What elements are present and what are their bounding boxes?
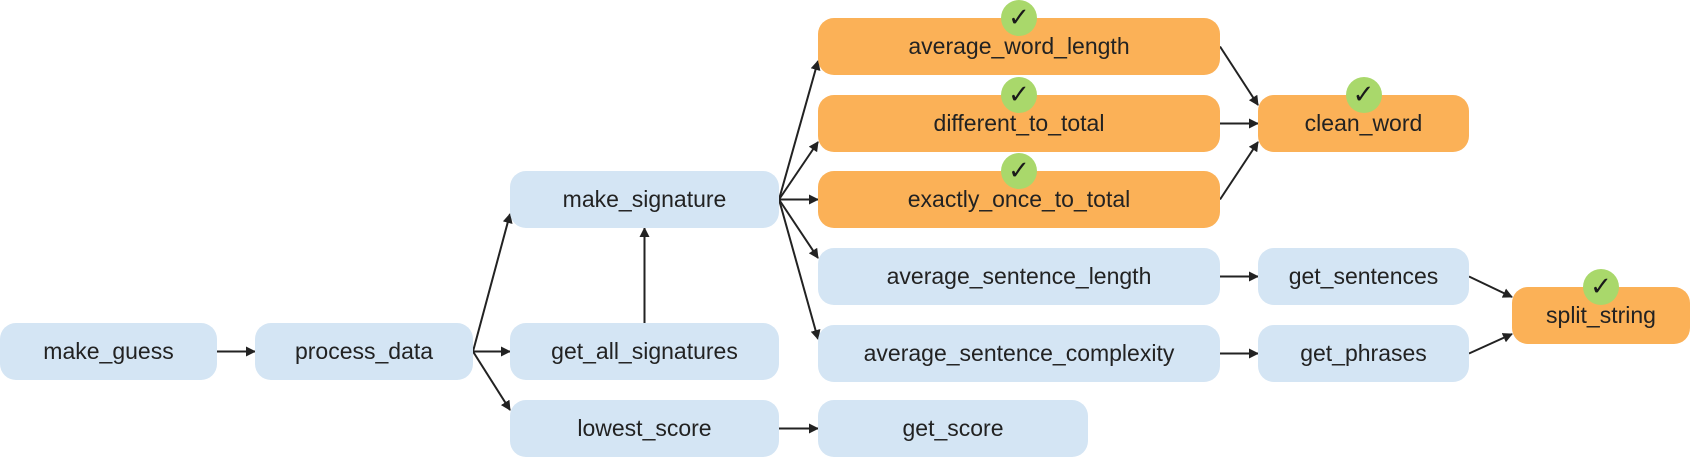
node-label: make_guess [43, 338, 174, 364]
edge-average-word-length-to-clean-word [1219, 45, 1259, 106]
checkmark-icon: ✓ [1345, 77, 1382, 113]
edge-make-signature-to-average-sentence-complexity [778, 199, 821, 340]
node-label: process_data [294, 338, 434, 364]
checkmark-icon: ✓ [1583, 269, 1619, 305]
node-label: average_sentence_length [886, 263, 1152, 289]
node-label: get_all_signatures [551, 338, 738, 364]
node-average-sentence-length: average_sentence_length [818, 248, 1220, 305]
node-process-data: process_data [255, 323, 473, 380]
checkmark-icon: ✓ [1001, 153, 1037, 189]
node-lowest-score: lowest_score [510, 400, 779, 457]
checkmark-icon: ✓ [1001, 77, 1037, 113]
edge-process-data-to-lowest-score [472, 350, 511, 411]
node-label: average_word_length [908, 33, 1130, 59]
node-average-sentence-complexity: average_sentence_complexity [818, 325, 1220, 382]
node-label: lowest_score [577, 415, 712, 441]
node-label: different_to_total [933, 110, 1105, 136]
node-average-word-length: average_word_length [818, 18, 1220, 75]
node-get-score: get_score [818, 400, 1088, 457]
edge-make-signature-to-different-to-total [778, 141, 819, 201]
node-get-all-signatures: get_all_signatures [510, 323, 779, 380]
checkmark-icon: ✓ [1001, 0, 1037, 36]
node-make-guess: make_guess [0, 323, 217, 380]
edge-get-phrases-to-split-string [1468, 333, 1513, 355]
edge-process-data-to-make-signature [472, 213, 513, 352]
node-make-signature: make_signature [510, 171, 779, 228]
node-get-sentences: get_sentences [1258, 248, 1469, 305]
node-label: get_phrases [1300, 340, 1427, 366]
node-label: get_sentences [1288, 263, 1439, 289]
edge-get-sentences-to-split-string [1468, 275, 1513, 298]
edge-make-signature-to-average-word-length [778, 60, 821, 200]
node-label: split_string [1546, 302, 1656, 328]
node-label: exactly_once_to_total [907, 186, 1131, 212]
node-get-phrases: get_phrases [1258, 325, 1469, 382]
node-label: average_sentence_complexity [863, 340, 1175, 366]
node-label: get_score [902, 415, 1004, 441]
node-label: make_signature [562, 186, 727, 212]
edge-exactly-once-to-total-to-clean-word [1219, 141, 1259, 201]
node-label: clean_word [1304, 110, 1423, 136]
edge-make-signature-to-average-sentence-length [778, 198, 819, 259]
